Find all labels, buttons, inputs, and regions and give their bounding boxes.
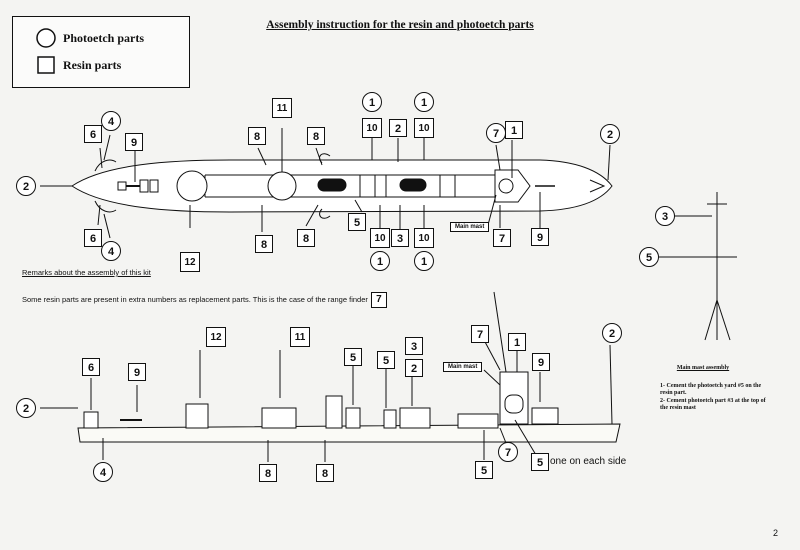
- photoetch-part-callout-2: 2: [16, 176, 36, 196]
- photoetch-part-callout-1: 1: [414, 92, 434, 112]
- main-mast-label-side: Main mast: [443, 362, 483, 372]
- photoetch-part-callout-1: 1: [414, 251, 434, 271]
- resin-part-callout-7: 7: [493, 229, 511, 247]
- resin-part-callout-5: 5: [348, 213, 366, 231]
- remarks-heading: Remarks about the assembly of this kit: [22, 268, 151, 277]
- resin-part-callout-2: 2: [389, 119, 407, 137]
- legend-box: Photoetch parts Resin parts: [12, 16, 190, 88]
- resin-part-callout-10: 10: [414, 228, 434, 248]
- resin-part-callout-10: 10: [362, 118, 382, 138]
- resin-part-callout-5: 5: [531, 453, 549, 471]
- resin-part-callout-9: 9: [125, 133, 143, 151]
- range-finder-part: 7: [370, 292, 387, 308]
- photoetch-part-callout-1: 1: [370, 251, 390, 271]
- resin-part-callout-8: 8: [255, 235, 273, 253]
- main-mast-step-1: 1- Cement the photoetch yard #5 on the r…: [660, 383, 762, 396]
- photoetch-part-callout-1: 1: [362, 92, 382, 112]
- circle-legend-icon: [36, 28, 56, 48]
- resin-part-callout-9: 9: [532, 353, 550, 371]
- photoetch-part-callout-7: 7: [486, 123, 506, 143]
- resin-part-callout-10: 10: [414, 118, 434, 138]
- resin-part-callout-6: 6: [84, 229, 102, 247]
- resin-part-callout-8: 8: [307, 127, 325, 145]
- resin-part-callout-11: 11: [272, 98, 292, 118]
- one-each-side-note: one on each side: [550, 456, 627, 467]
- resin-part-callout-1: 1: [505, 121, 523, 139]
- remarks-text: Some resin parts are present in extra nu…: [22, 292, 387, 308]
- photoetch-part-callout-2: 2: [16, 398, 36, 418]
- resin-part-callout-5: 5: [377, 351, 395, 369]
- resin-part-callout-6: 6: [82, 358, 100, 376]
- resin-part-callout-8: 8: [297, 229, 315, 247]
- resin-part-callout-9: 9: [531, 228, 549, 246]
- main-mast-step-2: 2- Cement photoetch part #3 at the top o…: [660, 398, 766, 411]
- resin-part-callout-7: 7: [471, 325, 489, 343]
- page-number: 2: [773, 528, 779, 538]
- main-mast-label-top: Main mast: [450, 222, 490, 232]
- main-mast-assembly-title: Main mast assembly: [676, 365, 730, 371]
- top-view-leader-lines: [40, 118, 611, 239]
- main-mast-drawing: [659, 192, 737, 341]
- resin-part-callout-8: 8: [316, 464, 334, 482]
- photoetch-part-callout-3: 3: [655, 206, 675, 226]
- photoetch-part-callout-4: 4: [101, 111, 121, 131]
- photoetch-part-callout-4: 4: [101, 241, 121, 261]
- photoetch-part-callout-4: 4: [93, 462, 113, 482]
- resin-part-callout-8: 8: [259, 464, 277, 482]
- resin-part-callout-8: 8: [248, 127, 266, 145]
- resin-part-callout-5: 5: [344, 348, 362, 366]
- photoetch-part-callout-2: 2: [600, 124, 620, 144]
- resin-part-callout-9: 9: [128, 363, 146, 381]
- side-view-leader-lines: [40, 339, 541, 462]
- square-legend-icon: [37, 56, 55, 74]
- resin-part-callout-5: 5: [475, 461, 493, 479]
- photoetch-part-callout-2: 2: [602, 323, 622, 343]
- resin-part-callout-2: 2: [405, 359, 423, 377]
- resin-part-callout-3: 3: [391, 229, 409, 247]
- photoetch-part-callout-5: 5: [639, 247, 659, 267]
- photoetch-part-callout-7: 7: [498, 442, 518, 462]
- top-view-hull: [71, 153, 613, 219]
- resin-part-callout-1: 1: [508, 333, 526, 351]
- resin-part-callout-12: 12: [206, 327, 226, 347]
- legend-photoetch: Photoetch parts: [63, 31, 144, 45]
- resin-part-callout-6: 6: [84, 125, 102, 143]
- resin-part-callout-10: 10: [370, 228, 390, 248]
- resin-part-callout-3: 3: [405, 337, 423, 355]
- resin-part-callout-12: 12: [180, 252, 200, 272]
- resin-part-callout-11: 11: [290, 327, 310, 347]
- legend-resin: Resin parts: [63, 58, 122, 72]
- page-title: Assembly instruction for the resin and p…: [266, 19, 534, 31]
